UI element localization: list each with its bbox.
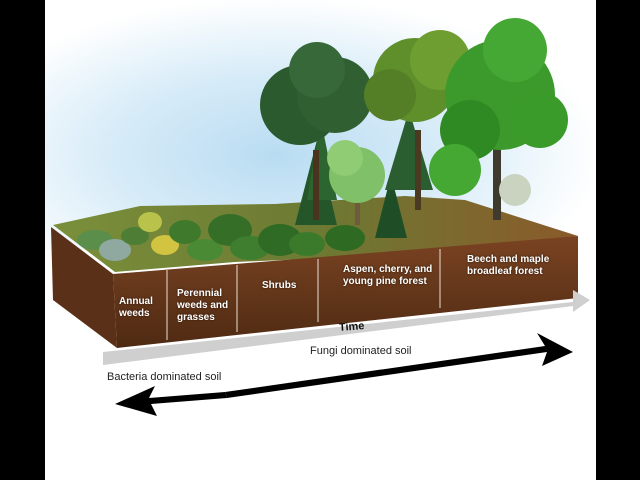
stage-label-3: Shrubs <box>262 280 297 291</box>
succession-diagram: Annual weeds Perennial weeds and grasses… <box>45 0 596 480</box>
stage-label-4: Aspen, cherry, and young pine forest <box>343 264 433 287</box>
soil-block-scene <box>51 18 590 416</box>
stage-label-1: Annual weeds <box>119 296 153 319</box>
stage-label-2: Perennial weeds and grasses <box>177 288 229 323</box>
time-arrow <box>103 290 590 365</box>
soil-arrow-right-head <box>225 333 573 398</box>
soil-arrow-left-head <box>115 386 227 416</box>
soil-front-face <box>51 227 117 348</box>
stage-label-5: Beech and maple broadleaf forest <box>467 254 550 277</box>
fungi-label: Fungi dominated soil <box>310 345 412 357</box>
soil-side-face <box>113 236 578 348</box>
time-label: Time <box>338 320 365 334</box>
broadleaf-tree-icon <box>260 18 568 225</box>
bush-icon <box>77 212 365 261</box>
bacteria-label: Bacteria dominated soil <box>107 371 222 383</box>
